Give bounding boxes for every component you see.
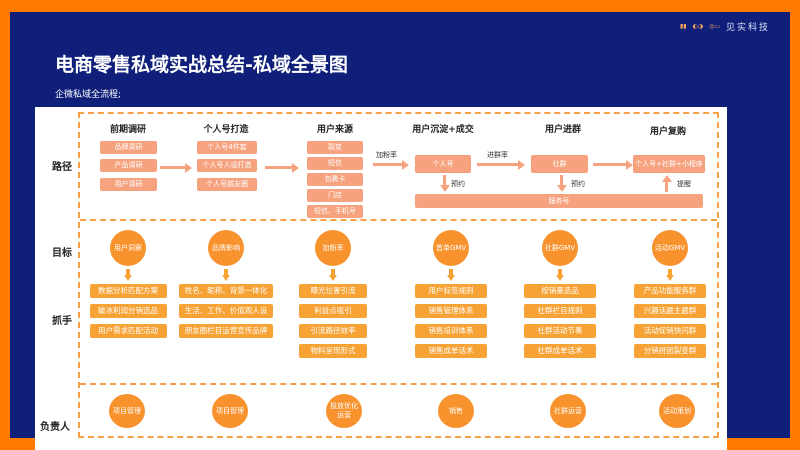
arrow-right-icon [265, 162, 299, 173]
arrow-right-icon [477, 159, 525, 170]
lever-box: 朋友圈栏目运营宣传品牌 [179, 324, 273, 338]
partner-logo-icon: ◎▭ [709, 23, 720, 30]
lever-box: 兴趣话题主题群 [634, 304, 706, 318]
page-subtitle: 企微私域全流程; [55, 90, 122, 100]
row-label-path: 路径 [52, 162, 72, 173]
lever-box: 社群栏目规则 [524, 304, 596, 318]
path-box: 用户调研 [100, 178, 157, 191]
lever-box: 按销量选品 [524, 284, 596, 298]
lever-box: 分销拼团裂变群 [634, 344, 706, 358]
goal-circle: 社群GMV [542, 230, 578, 266]
diagram-frame [78, 112, 719, 438]
lever-box: 活动促销快闪群 [634, 324, 706, 338]
path-box: 裂变 [307, 141, 363, 154]
divider [80, 219, 717, 221]
lever-box: 数据分析匹配方案 [89, 284, 167, 298]
arrow-down-icon [556, 269, 564, 281]
arrow-down-icon [124, 269, 132, 281]
goal-circle: 品牌影响 [208, 230, 244, 266]
owner-circle: 投放优化运营 [326, 394, 362, 428]
stage-header: 前期调研 [109, 125, 146, 135]
page-title: 电商零售私域实战总结-私域全景图 [55, 54, 348, 76]
arrow-label: 预约 [451, 180, 465, 188]
path-box: 门店 [307, 189, 363, 202]
lever-box: 姓名、昵称、背景一体化 [179, 284, 273, 298]
path-box: 个人号朋友圈 [197, 178, 257, 191]
goal-circle: 用户洞察 [110, 230, 146, 266]
stage-header: 用户沉淀+成交 [412, 125, 474, 135]
path-box: 短信 [307, 157, 363, 170]
lever-box: 社群成单话术 [524, 344, 596, 358]
stage-header: 用户来源 [316, 125, 353, 135]
arrow-down-icon [447, 269, 455, 281]
lever-box: 产品功能服务群 [634, 284, 706, 298]
path-box: 产品调研 [100, 159, 157, 172]
arrow-right-icon [160, 162, 192, 173]
arrow-label: 进群率 [487, 151, 508, 159]
divider [80, 383, 717, 385]
goal-circle: 首单GMV [433, 230, 469, 266]
lever-box: 销售管理体系 [415, 304, 487, 318]
lever-box: 用户需求匹配活动 [89, 324, 167, 338]
stage-header: 用户复购 [649, 127, 686, 137]
row-label-lever: 抓手 [52, 316, 72, 327]
arrow-right-icon [593, 159, 633, 170]
arrow-up-icon [661, 175, 672, 192]
lever-box: 利益点吸引 [299, 304, 367, 318]
row-label-owner: 负责人 [40, 422, 70, 433]
service-account-bar: 服务号 [415, 194, 703, 208]
lever-box: 用户标签规则 [415, 284, 487, 298]
lever-box: 曝光位置引流 [299, 284, 367, 298]
partner-logo-icon: ◐◑ [692, 23, 704, 30]
path-box: 品牌调研 [100, 141, 157, 154]
arrow-label: 预约 [571, 180, 585, 188]
row-label-goal: 目标 [52, 248, 72, 259]
lever-box: 销售培训体系 [415, 324, 487, 338]
arrow-down-icon [556, 175, 567, 192]
arrow-right-icon [373, 159, 409, 170]
goal-circle: 加粉率 [315, 230, 351, 266]
partner-logo-icon: ▮▮ [679, 23, 687, 30]
path-box: 个人号+社群+小程序 [633, 155, 705, 173]
owner-circle: 项目管理 [212, 394, 248, 428]
stage-header: 个人号打造 [203, 125, 249, 135]
lever-box: 引流路径效率 [299, 324, 367, 338]
path-box: 社群 [531, 155, 588, 173]
lever-box: 破冰利润分销选品 [89, 304, 167, 318]
owner-circle: 项目管理 [109, 394, 145, 428]
arrow-down-icon [439, 175, 450, 192]
goal-circle: 活动GMV [652, 230, 688, 266]
arrow-down-icon [222, 269, 230, 281]
arrow-label: 提醒 [677, 180, 691, 188]
lever-box: 物料呈现形式 [299, 344, 367, 358]
lever-box: 社群活动节奏 [524, 324, 596, 338]
path-box: 包裹卡 [307, 173, 363, 186]
path-box: 短信、手机号 [307, 205, 363, 218]
logo-bar: ▮▮ ◐◑ ◎▭ 见实科技 [680, 20, 770, 33]
brand-logo-text: 见实科技 [725, 23, 770, 33]
lever-box: 生活、工作、价值观人设 [179, 304, 273, 318]
arrow-down-icon [329, 269, 337, 281]
owner-circle: 社群运营 [550, 394, 586, 428]
owner-circle: 销售 [438, 394, 474, 428]
arrow-down-icon [666, 269, 674, 281]
stage-header: 用户进群 [544, 125, 581, 135]
arrow-label: 加粉率 [376, 151, 397, 159]
lever-box: 销售成单话术 [415, 344, 487, 358]
path-box: 个人号 [415, 155, 471, 173]
path-box: 个人号人设打造 [197, 159, 257, 172]
path-box: 个人号4件套 [197, 141, 257, 154]
owner-circle: 活动策划 [659, 394, 695, 428]
